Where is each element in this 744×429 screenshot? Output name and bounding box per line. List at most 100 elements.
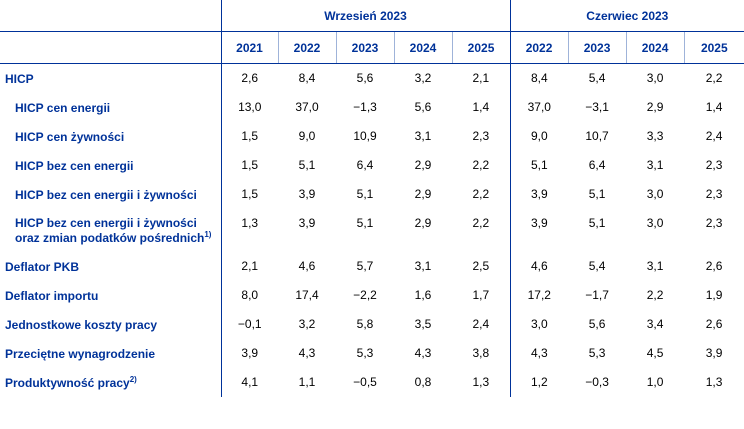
value-cell: 2,6 <box>705 317 723 331</box>
value-cell: 2,3 <box>705 158 723 172</box>
year-header: 2025 <box>451 31 511 64</box>
value-cell: 1,9 <box>705 288 723 302</box>
header-corner-years <box>0 31 222 64</box>
value-cell: 2,5 <box>472 259 490 273</box>
header-group-row: Wrzesień 2023 Czerwiec 2023 <box>0 0 744 32</box>
year-header: 2022 <box>277 31 336 64</box>
row-label: Produktywność pracy2) <box>0 368 222 397</box>
value-cell: 5,6 <box>588 317 606 331</box>
value-cell: 5,4 <box>588 71 606 85</box>
value-cell: 5,6 <box>356 71 374 85</box>
year-header: 2023 <box>567 31 627 64</box>
row-label-text: HICP cen żywności <box>15 130 125 144</box>
value-cell: 1,4 <box>472 100 490 114</box>
group-header-june: Czerwiec 2023 <box>509 0 744 32</box>
row-label: Deflator PKB <box>0 252 222 281</box>
row-label: Deflator importu <box>0 281 222 310</box>
value-cell: 1,3 <box>705 375 723 389</box>
value-cell: 6,4 <box>588 158 606 172</box>
value-cell: 5,8 <box>356 317 374 331</box>
value-cell: −1,3 <box>353 100 377 114</box>
value-cell: 2,1 <box>472 71 490 85</box>
value-cell: 3,2 <box>298 317 316 331</box>
value-cell: 1,1 <box>298 375 316 389</box>
row-label: HICP cen energii <box>0 93 222 122</box>
value-cell: 1,3 <box>241 216 259 230</box>
value-cell: 3,3 <box>646 129 664 143</box>
value-cell: 2,2 <box>705 71 723 85</box>
value-cell: 4,3 <box>414 346 432 360</box>
footnote-marker: 1) <box>204 230 212 239</box>
row-label: HICP bez cen energii i żywności <box>0 180 222 209</box>
value-cell: 17,4 <box>295 288 319 302</box>
value-cell: 4,1 <box>241 375 259 389</box>
value-cell: 5,1 <box>356 216 374 230</box>
value-cell: 2,2 <box>646 288 664 302</box>
value-cell: 5,3 <box>356 346 374 360</box>
row-label-text: HICP bez cen energii i żywności <box>15 188 197 202</box>
row-label: HICP bez cen energii i żywności oraz zmi… <box>0 209 222 252</box>
value-cell: 1,5 <box>241 129 259 143</box>
value-cell: 2,9 <box>414 158 432 172</box>
value-cell: 2,4 <box>472 317 490 331</box>
value-cell: 3,0 <box>646 71 664 85</box>
value-cell: 1,7 <box>472 288 490 302</box>
value-cell: −1,7 <box>585 288 609 302</box>
value-cell: 3,1 <box>646 158 664 172</box>
value-cell: 1,0 <box>646 375 664 389</box>
footnote-marker: 2) <box>129 375 137 384</box>
value-cell: 8,4 <box>298 71 316 85</box>
value-cell: 3,1 <box>646 259 664 273</box>
value-cell: 8,4 <box>509 63 569 93</box>
value-cell: 5,1 <box>588 216 606 230</box>
value-cell: 5,4 <box>588 259 606 273</box>
row-label: HICP <box>0 63 222 93</box>
row-label-text: Produktywność pracy <box>5 376 130 390</box>
value-cell: 1,6 <box>414 288 432 302</box>
value-cell: 2,6 <box>705 259 723 273</box>
value-cell: 3,0 <box>509 310 569 339</box>
projection-table: Wrzesień 2023 Czerwiec 2023 2021 2022 20… <box>0 0 744 397</box>
value-cell: 5,1 <box>509 151 569 180</box>
row-label-text: Deflator importu <box>5 289 99 303</box>
value-cell: 3,1 <box>414 259 432 273</box>
value-cell: 9,0 <box>298 129 316 143</box>
row-label-text: Przeciętne wynagrodzenie <box>5 347 156 361</box>
value-cell: 3,9 <box>241 346 259 360</box>
value-cell: 6,4 <box>356 158 374 172</box>
row-label: HICP bez cen energii <box>0 151 222 180</box>
row-label: Jednostkowe koszty pracy <box>0 310 222 339</box>
value-cell: 5,7 <box>356 259 374 273</box>
value-cell: 3,4 <box>646 317 664 331</box>
row-label: Przeciętne wynagrodzenie <box>0 339 222 368</box>
row-label-text: HICP <box>5 72 34 86</box>
value-cell: 2,3 <box>472 129 490 143</box>
value-cell: 3,9 <box>509 209 569 252</box>
value-cell: 0,8 <box>414 375 432 389</box>
value-cell: 4,5 <box>646 346 664 360</box>
value-cell: 5,6 <box>414 100 432 114</box>
value-cell: 10,7 <box>585 129 609 143</box>
value-cell: 5,1 <box>588 187 606 201</box>
value-cell: 3,1 <box>414 129 432 143</box>
value-cell: 2,3 <box>705 216 723 230</box>
value-cell: −0,3 <box>585 375 609 389</box>
year-header: 2024 <box>625 31 685 64</box>
value-cell: 3,8 <box>472 346 490 360</box>
value-cell: 10,9 <box>353 129 377 143</box>
value-cell: 1,5 <box>241 158 259 172</box>
value-cell: 3,9 <box>298 216 316 230</box>
row-label-text: Jednostkowe koszty pracy <box>5 318 158 332</box>
value-cell: 3,0 <box>646 187 664 201</box>
value-cell: 1,2 <box>509 368 569 397</box>
row-label-text: HICP bez cen energii i żywności oraz zmi… <box>15 216 205 245</box>
value-cell: 4,6 <box>509 252 569 281</box>
